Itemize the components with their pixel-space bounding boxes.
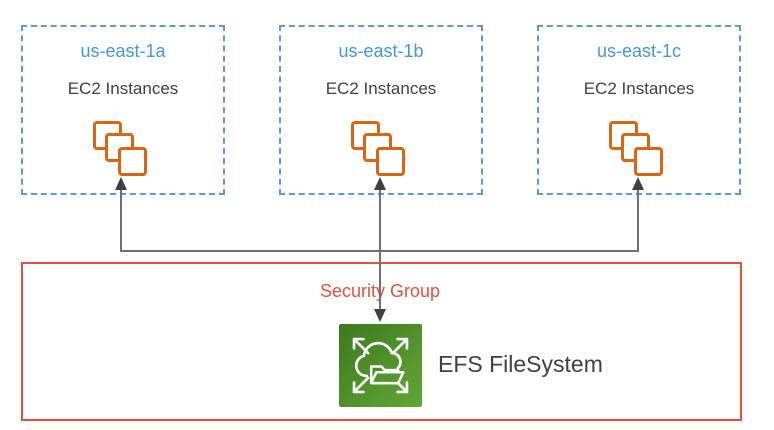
arrowhead-up-icon: [632, 177, 644, 190]
az-box-us-east-1c: us-east-1c EC2 Instances: [537, 25, 741, 195]
ec2-square-icon: [634, 147, 663, 176]
efs-icon: [339, 324, 422, 407]
az-name-label: us-east-1b: [338, 41, 424, 61]
connector-line-1c: [637, 188, 639, 252]
connector-line-1b-efs: [379, 188, 381, 312]
arrowhead-up-icon: [374, 177, 386, 190]
az-name-label: us-east-1a: [80, 41, 166, 61]
az-name-label: us-east-1c: [596, 41, 682, 61]
ec2-instances-icon: [609, 121, 667, 181]
az-box-us-east-1b: us-east-1b EC2 Instances: [279, 25, 483, 195]
ec2-instances-label: EC2 Instances: [583, 79, 695, 98]
arrowhead-down-icon: [374, 309, 386, 322]
ec2-square-icon: [118, 147, 147, 176]
arrowhead-up-icon: [115, 177, 127, 190]
connector-line-1a: [120, 188, 122, 252]
ec2-instances-label: EC2 Instances: [67, 79, 179, 98]
efs-filesystem-label: EFS FileSystem: [438, 351, 603, 377]
ec2-square-icon: [376, 147, 405, 176]
ec2-instances-icon: [351, 121, 409, 181]
az-box-us-east-1a: us-east-1a EC2 Instances: [21, 25, 225, 195]
ec2-instances-label: EC2 Instances: [325, 79, 437, 98]
ec2-instances-icon: [93, 121, 151, 181]
